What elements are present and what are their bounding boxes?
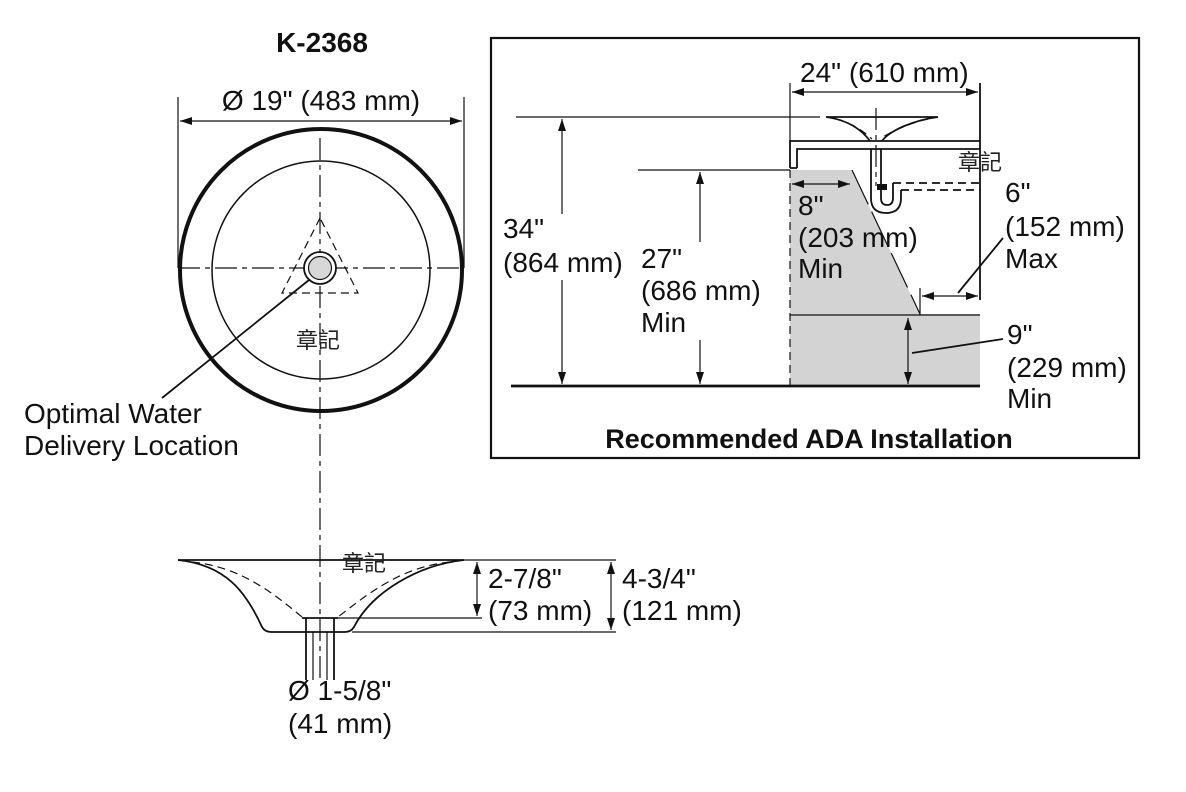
knee-toe-clearance-zone: [790, 170, 980, 386]
p-trap: [870, 183, 902, 214]
basin-inner-bowl-edge: [211, 160, 431, 380]
basin-outer-profile: [177, 559, 465, 633]
ada-basin-inner-profile: [835, 118, 929, 140]
knee-depth-label-line3: Min: [798, 253, 843, 284]
basin-inner-profile-right: [337, 561, 451, 618]
trap-coupling: [877, 184, 887, 190]
overall-height-label-line1: 4-3/4": [622, 563, 696, 594]
top-view: Ø 19" (483 mm) Optimal Water Delivery Lo…: [24, 85, 465, 678]
drain-opening: [307, 255, 333, 281]
water-location-label-line1: Optimal Water: [24, 398, 202, 429]
width-label: 24" (610 mm): [800, 57, 969, 88]
drain-diameter-label-line2: (41 mm): [288, 708, 392, 739]
toe-depth-label-line2: (152 mm): [1005, 211, 1125, 242]
top-view-diameter-label: Ø 19" (483 mm): [222, 85, 420, 116]
watermark-stamp: 章記: [342, 552, 386, 577]
bowl-depth-label-line2: (73 mm): [488, 595, 592, 626]
overall-height-label-line2: (121 mm): [622, 595, 742, 626]
toe-height-leader-line: [911, 338, 1004, 354]
basin-inner-profile-left: [191, 561, 303, 618]
knee-clearance-slope: [851, 169, 921, 315]
toe-depth-label-line1: 6": [1005, 177, 1031, 208]
rim-height-label-line2: (864 mm): [503, 247, 623, 278]
basin-outer-rim: [178, 127, 464, 413]
watermark-stamp: 章記: [296, 329, 340, 354]
knee-height-label-line3: Min: [641, 307, 686, 338]
knee-height-label-line2: (686 mm): [641, 275, 761, 306]
model-number-title: K-2368: [276, 27, 368, 58]
toe-height-label-line2: (229 mm): [1007, 352, 1127, 383]
toe-height-label-line3: Min: [1007, 383, 1052, 414]
water-delivery-zone-triangle: [281, 216, 359, 294]
toe-depth-label-line3: Max: [1005, 243, 1058, 274]
watermark-stamp: 章記: [958, 151, 1002, 176]
ada-drain-pipe: [870, 149, 882, 184]
ada-diagram-frame: [489, 36, 1141, 460]
knee-height-label-line1: 27": [641, 243, 682, 274]
bowl-depth-label-line1: 2-7/8": [488, 563, 562, 594]
profile-view: 2-7/8" (73 mm) 4-3/4" (121 mm) Ø 1-5/8" …: [177, 552, 742, 739]
toe-height-label-line1: 9": [1007, 319, 1033, 350]
water-location-leader-line: [161, 279, 310, 399]
rim-height-label-line1: 34": [503, 213, 544, 244]
knee-depth-label-line1: 8": [798, 190, 824, 221]
toe-depth-leader-line: [957, 237, 1004, 294]
ada-installation-diagram: 24" (610 mm) 34" (864 mm) 27" (686 mm) M…: [489, 36, 1141, 460]
water-location-label-line2: Delivery Location: [24, 430, 239, 461]
knee-depth-label-line2: (203 mm): [798, 222, 918, 253]
drain-diameter-label-line1: Ø 1-5/8": [288, 675, 391, 706]
ada-caption: Recommended ADA Installation: [605, 424, 1013, 454]
trap-arm-to-wall: [893, 182, 980, 191]
